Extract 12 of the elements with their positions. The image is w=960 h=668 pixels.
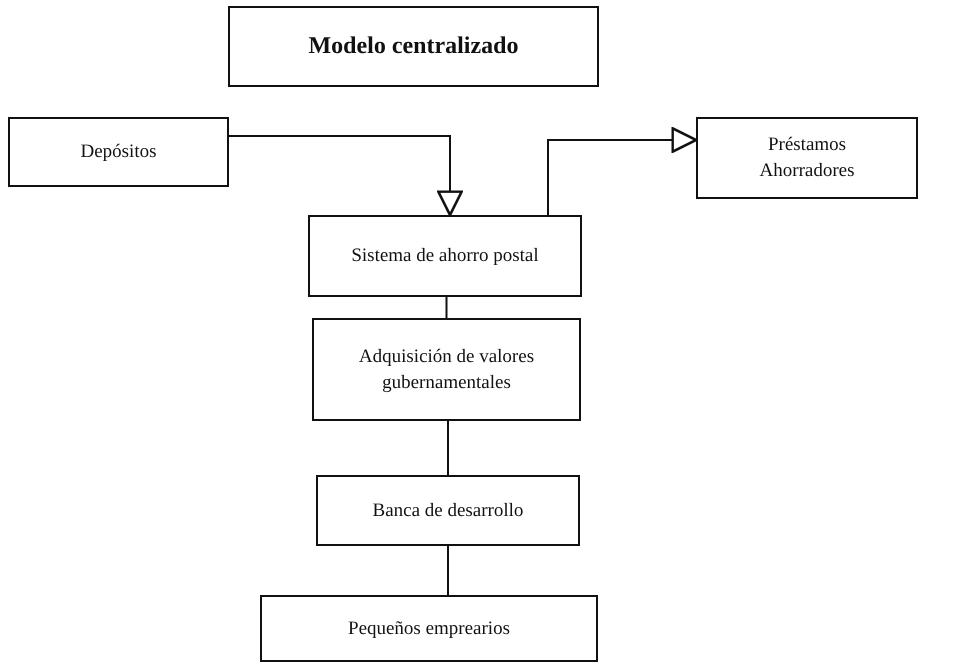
process-box: Sistema de ahorro postal — [308, 215, 582, 297]
process-box: Pequeños emprearios — [260, 595, 598, 662]
process-box: Depósitos — [8, 117, 229, 187]
connector-line — [447, 421, 449, 475]
connector-line — [447, 546, 449, 595]
connector-line — [446, 297, 448, 318]
process-box: Préstamos Ahorradores — [696, 117, 918, 199]
title-box: Modelo centralizado — [228, 6, 599, 87]
process-box: Adquisición de valores gubernamentales — [312, 318, 581, 421]
process-box: Banca de desarrollo — [316, 475, 580, 546]
arrow — [229, 135, 463, 216]
arrow — [547, 127, 698, 215]
